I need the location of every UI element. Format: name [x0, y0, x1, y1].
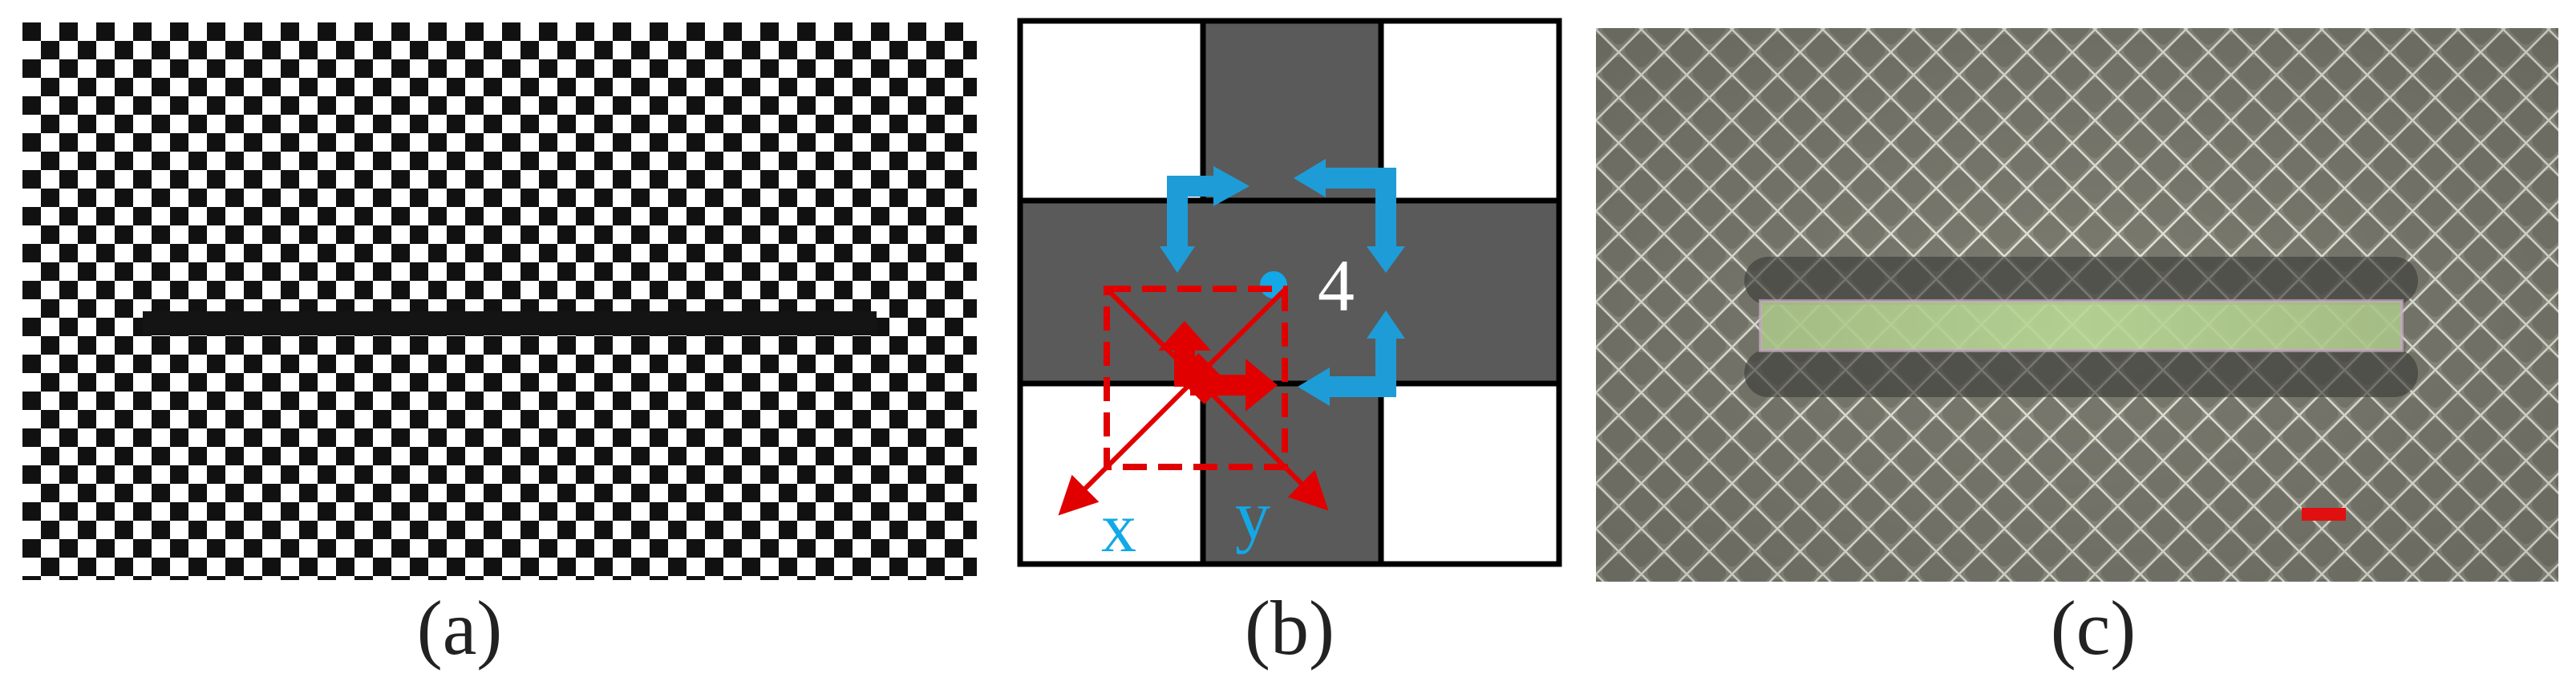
panel-b: 4 x y [1017, 18, 1562, 567]
red-dashed-square [1104, 286, 1288, 470]
caption-c: (c) [2050, 585, 2137, 671]
x-axis-arrow [1058, 286, 1288, 516]
rotation-arrow-top-left [1160, 166, 1250, 273]
site-label: 4 [1318, 245, 1355, 327]
caption-a: (a) [416, 585, 503, 671]
y-axis-arrow [1104, 286, 1329, 511]
defect-strip [1760, 301, 2402, 351]
axis-label-y: y [1235, 477, 1270, 555]
rotation-arrow-top-right [1294, 159, 1405, 273]
rotation-arrows [1160, 159, 1405, 406]
defect-strip-edge [1759, 299, 2404, 352]
panel-c [1596, 28, 2558, 582]
schematic-figure: 4 x y [1017, 18, 1562, 567]
panel-a [22, 22, 977, 580]
scale-bar [2302, 508, 2346, 521]
rotation-arrow-bottom-right [1298, 310, 1405, 406]
checker-pattern [22, 22, 977, 580]
checkerboard-figure [22, 22, 977, 580]
local-red-arrows [1158, 321, 1278, 412]
defect-band-lower [1744, 349, 2418, 397]
defect-band-upper [1744, 257, 2418, 305]
micrograph-image [1596, 28, 2558, 582]
caption-b: (b) [1245, 585, 1335, 671]
defect-line [143, 311, 877, 335]
axis-label-x: x [1101, 489, 1136, 567]
